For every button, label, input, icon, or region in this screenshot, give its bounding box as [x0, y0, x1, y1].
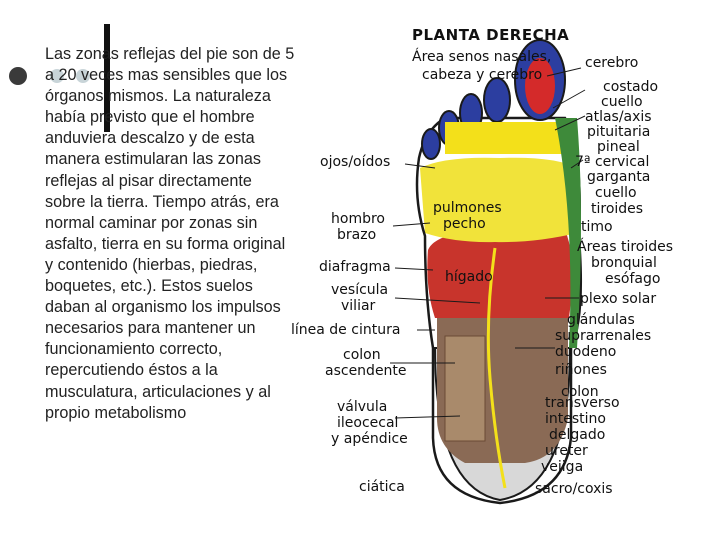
decorative-circle-icon [50, 69, 64, 83]
label-timo: timo [581, 219, 613, 235]
leader-lines [390, 67, 586, 419]
label-pituitaria: pituitaria [587, 124, 651, 140]
label-senos: Área senos nasales, [412, 49, 552, 65]
label-plexo: plexo solar [580, 291, 657, 307]
nerve-line [486, 247, 507, 489]
label-sacro: sacro/coxis [535, 481, 613, 497]
colon-ascending-zone [444, 335, 486, 442]
label-costado: costado [603, 79, 659, 95]
label-cervical: 7ª cervical [575, 154, 650, 170]
label-pulmones: pulmones [433, 200, 502, 216]
spine-zone [555, 118, 581, 348]
label-suprarrenales: suprarrenales [555, 328, 652, 344]
foot-reflexology-diagram: PLANTA DERECHA Área senos nasales, cabez… [285, 18, 715, 523]
label-areas-tiroides: Áreas tiroides [577, 239, 674, 255]
bullet-icon [9, 67, 27, 85]
label-tiroides: tiroides [591, 201, 644, 217]
decorative-circle-icon [76, 69, 90, 83]
label-colon-ascendente-2: ascendente [325, 363, 407, 379]
label-viliar: viliar [341, 298, 376, 314]
label-hombro: hombro [331, 211, 385, 227]
label-pineal: pineal [597, 139, 640, 155]
label-cabeza: cabeza y cerebro [422, 67, 543, 83]
label-higado: hígado [445, 269, 493, 285]
label-atlas: atlas/axis [585, 109, 652, 125]
label-ureter: ureter [545, 443, 588, 459]
label-colon-ascendente-1: colon [343, 347, 381, 363]
label-diafragma: diafragma [319, 259, 391, 275]
label-cintura: línea de cintura [291, 322, 401, 338]
label-apendice: y apéndice [331, 431, 408, 447]
label-rinones: riñones [555, 362, 607, 378]
label-cuello-2: cuello [595, 185, 637, 201]
label-cuello-1: cuello [601, 94, 643, 110]
label-vejiga: vejiga [541, 459, 584, 475]
label-esofago: esófago [605, 271, 661, 287]
toe-2 [483, 77, 511, 123]
label-delgado: delgado [549, 427, 606, 443]
decorative-vertical-bar [104, 24, 110, 132]
diagram-title: PLANTA DERECHA [412, 26, 570, 44]
label-valvula: válvula [337, 399, 388, 415]
foot-sole-illustration [390, 39, 586, 505]
label-colon-transverso-2: transverso [545, 395, 620, 411]
label-brazo: brazo [337, 227, 377, 243]
label-pecho: pecho [443, 216, 486, 232]
description-paragraph: Las zonas reflejas del pie son de 5 a 20… [45, 45, 295, 422]
label-ciatica: ciática [359, 479, 405, 495]
label-bronquial: bronquial [591, 255, 657, 271]
label-garganta: garganta [587, 169, 651, 185]
label-vesicula: vesícula [331, 282, 389, 298]
label-ojos: ojos/oídos [320, 154, 391, 170]
big-toe-inner [525, 58, 555, 114]
label-colon-transverso-1: colon [561, 384, 599, 400]
neck-zone [445, 122, 567, 154]
label-glandulas: glándulas [567, 312, 635, 328]
label-duodeno: duodeno [555, 344, 617, 360]
lung-zone [420, 157, 577, 243]
liver-zone [427, 230, 573, 318]
label-cerebro: cerebro [585, 55, 639, 71]
label-ileocecal: ileocecal [337, 415, 399, 431]
toe-5 [421, 128, 441, 160]
label-intestino: intestino [545, 411, 606, 427]
